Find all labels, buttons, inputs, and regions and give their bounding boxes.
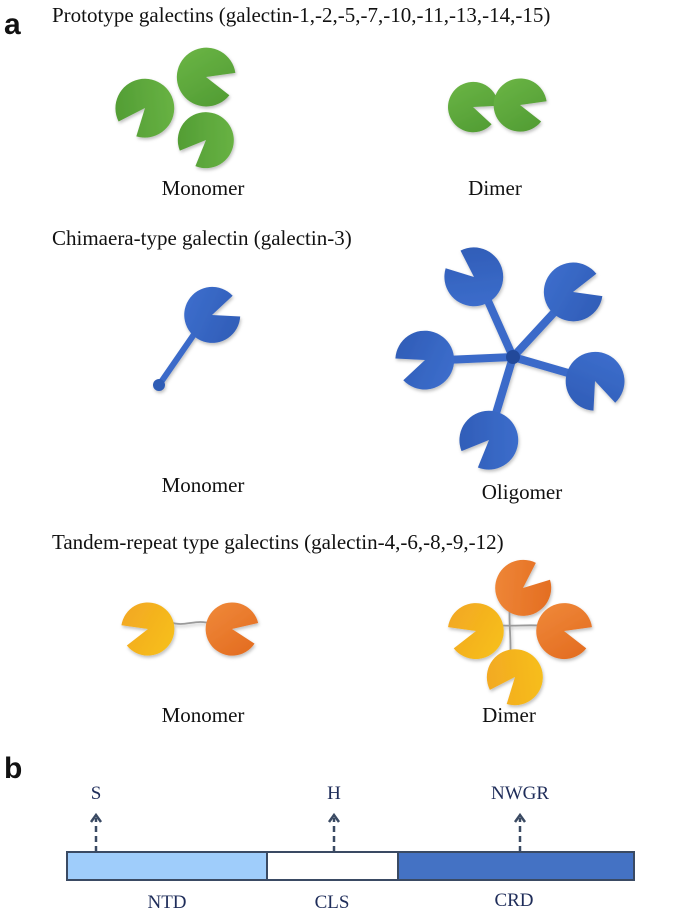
ntd-segment [66,851,268,881]
panel-a-letter: a [4,8,21,41]
linker [169,621,213,625]
blue-crd-icon [434,236,516,319]
crd-label: CRD [494,890,534,911]
prototype-dimer-group [440,72,551,139]
oligomer-core [506,350,520,364]
marker-arrows [89,812,527,852]
chimaera-oligomer-group [389,236,632,481]
tandem-dimer-group [443,549,597,715]
cls-segment [266,851,399,881]
marker-s-label: S [90,783,102,804]
yellow-crd-icon [117,596,181,662]
tandem-heading: Tandem-repeat type galectins (galectin-4… [52,530,504,554]
oligomer-tails [441,288,579,424]
chimaera-tail-end [153,379,165,391]
prototype-heading: Prototype galectins (galectin-1,-2,-5,-7… [52,3,551,27]
green-crd-icon [167,100,246,179]
tandem-monomer-group [117,596,261,662]
prototype-dimer-caption: Dimer [468,176,522,200]
ntd-label: NTD [147,892,187,913]
chimaera-monomer-group [153,279,247,391]
crd-segment [397,851,635,881]
arrow-s-icon [89,812,103,852]
green-crd-icon [487,72,551,138]
green-crd-icon [104,66,187,148]
marker-nwgr-label: NWGR [490,783,550,804]
green-crd-icon [170,41,240,113]
arrow-h-icon [327,812,341,852]
prototype-monomer-caption: Monomer [161,176,245,200]
orange-crd-icon [201,598,261,660]
cls-label: CLS [314,892,350,913]
chimaera-tail [156,327,200,388]
tandem-dimer-caption: Dimer [482,703,536,727]
chimaera-monomer-caption: Monomer [161,473,245,497]
chimaera-oligomer-caption: Oligomer [481,480,563,504]
chimaera-heading: Chimaera-type galectin (galectin-3) [52,226,352,250]
blue-crd-icon [389,322,463,397]
blue-crd-icon [448,398,531,481]
arrow-nwgr-icon [513,812,527,852]
tandem-monomer-caption: Monomer [161,703,245,727]
blue-crd-icon [557,343,632,417]
prototype-monomer-group [104,41,246,179]
domain-bar [66,851,635,881]
marker-h-label: H [327,783,341,804]
panel-b-letter: b [4,752,23,785]
